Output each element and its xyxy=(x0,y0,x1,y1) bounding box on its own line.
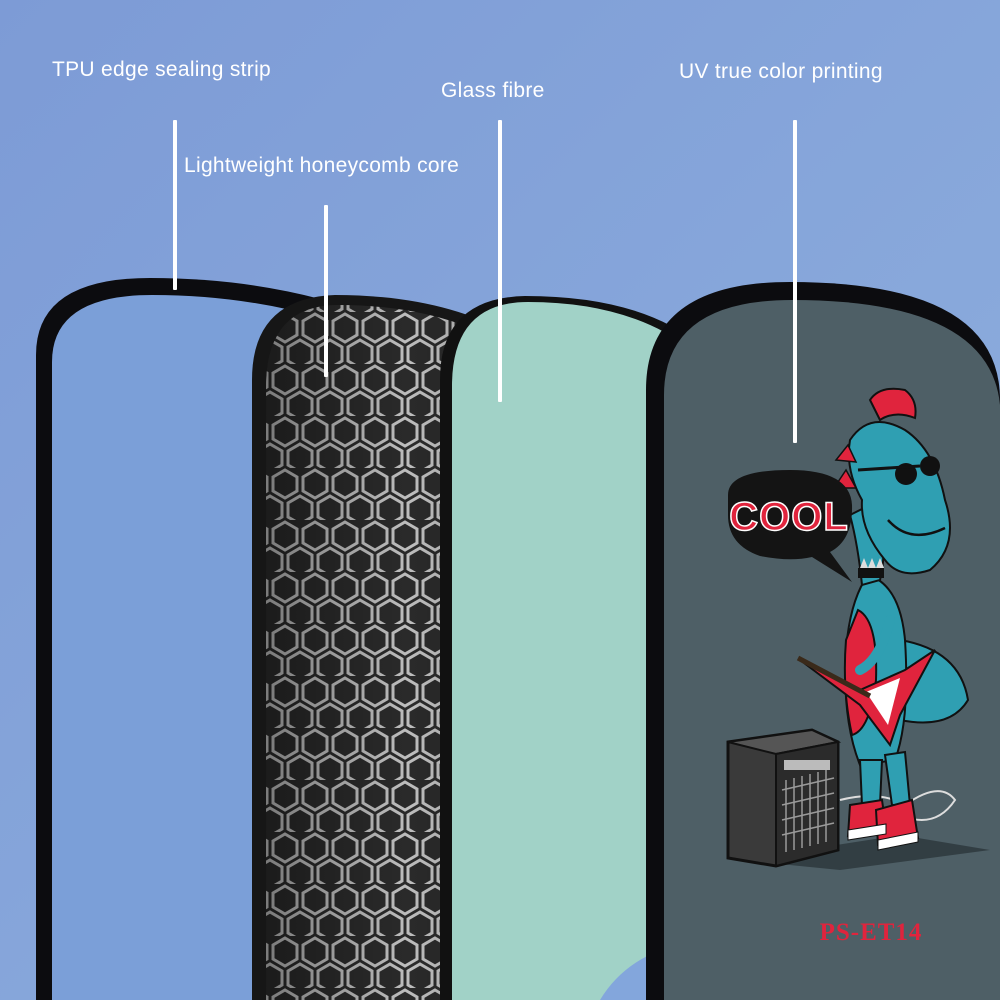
label-tpu-edge-sealing-strip: TPU edge sealing strip xyxy=(52,58,272,81)
uv-printed-face-layer xyxy=(646,282,1000,1000)
leader-line-honeycomb xyxy=(324,205,328,377)
dinosaur-guitarist-illustration xyxy=(796,387,970,851)
speech-bubble-text: COOL xyxy=(729,495,849,539)
label-lightweight-honeycomb-core: Lightweight honeycomb core xyxy=(184,154,460,177)
leader-line-glass xyxy=(498,120,502,402)
model-code: PS-ET14 xyxy=(820,919,923,946)
guitar-amplifier-illustration xyxy=(726,728,990,870)
leader-line-tpu xyxy=(173,120,177,290)
label-uv-true-color-printing: UV true color printing xyxy=(679,60,883,83)
speech-bubble: COOL xyxy=(728,470,853,582)
label-glass-fibre: Glass fibre xyxy=(441,79,545,102)
leader-line-uv xyxy=(793,120,797,443)
glass-fibre-layer xyxy=(440,296,700,1000)
